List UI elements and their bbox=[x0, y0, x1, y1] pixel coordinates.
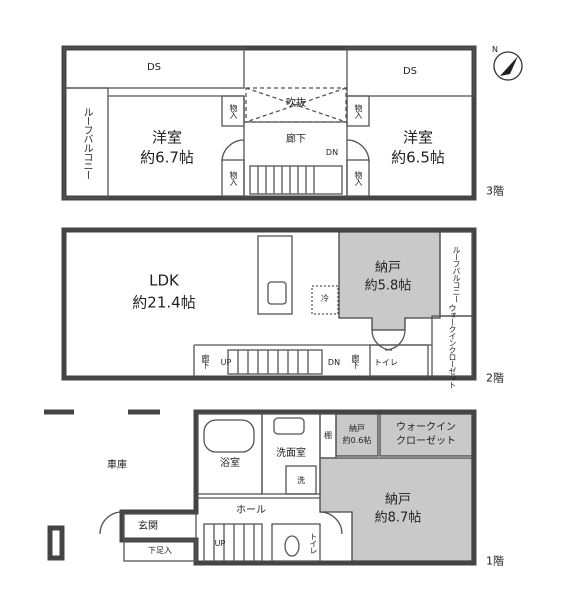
ds-left-label: DS bbox=[146, 62, 162, 73]
walkin-1f-line2: クローゼット bbox=[396, 436, 456, 447]
bath-label: 浴室 bbox=[220, 458, 240, 469]
storage-label: 物入 bbox=[229, 171, 238, 185]
hall-2f-right: 廊下 bbox=[351, 354, 360, 368]
hall-1f-label: ホール bbox=[236, 505, 266, 516]
compass-icon bbox=[493, 51, 523, 81]
fridge-label: 冷 bbox=[321, 294, 329, 303]
compass-label: N bbox=[492, 45, 498, 54]
roof-balcony-3f-label: ルーフバルコニー bbox=[81, 107, 92, 179]
small-closet-name: 納戸 bbox=[349, 424, 365, 433]
closet-2f-name: 納戸 bbox=[374, 260, 402, 276]
stair-1f bbox=[203, 523, 263, 562]
walkin-2f-label: ウォークインクローゼット bbox=[448, 304, 457, 388]
storage-label: 物入 bbox=[354, 104, 363, 118]
closet-2f-size: 約5.8帖 bbox=[364, 278, 412, 294]
floor2-plan bbox=[61, 227, 477, 381]
toilet-1f bbox=[271, 523, 321, 562]
storage-box bbox=[221, 95, 245, 127]
toilet-2f-label: トイレ bbox=[374, 358, 398, 367]
floor1-plan bbox=[44, 409, 477, 566]
roof-balcony-3f bbox=[63, 87, 109, 199]
storage-label: 物入 bbox=[354, 171, 363, 185]
kitchen-island bbox=[257, 235, 293, 315]
stair-3f bbox=[249, 165, 343, 195]
east-room-size: 約6.5帖 bbox=[391, 148, 445, 167]
stair-up-1f: UP bbox=[214, 539, 226, 548]
ldk-name: LDK bbox=[149, 271, 179, 290]
floor1-name: 1階 bbox=[486, 554, 504, 568]
hall-2f-left: 廊下 bbox=[201, 354, 210, 368]
west-room-size: 約6.7帖 bbox=[140, 148, 194, 167]
floor3-name: 3階 bbox=[486, 184, 504, 198]
small-closet-fill bbox=[335, 413, 379, 457]
floor2-name: 2階 bbox=[486, 371, 504, 385]
stair-dn-3f: DN bbox=[325, 148, 339, 157]
walkin-1f-line1: ウォークイン bbox=[396, 422, 456, 433]
west-room-name: 洋室 bbox=[151, 128, 183, 147]
ldk-size: 約21.4帖 bbox=[132, 293, 196, 312]
closet-1f-name: 納戸 bbox=[384, 492, 412, 508]
east-room-name: 洋室 bbox=[402, 128, 434, 147]
ds-right-box bbox=[346, 47, 475, 97]
shoe-label: 下足入 bbox=[148, 546, 172, 555]
storage-label: 物入 bbox=[229, 104, 238, 118]
washroom-label: 洗面室 bbox=[276, 448, 306, 459]
gate-post bbox=[47, 525, 65, 561]
bathtub bbox=[203, 419, 255, 453]
ds-left-box bbox=[63, 47, 245, 89]
storage-box bbox=[221, 159, 245, 197]
washer-space bbox=[285, 465, 317, 495]
closet-1f-size: 約8.7帖 bbox=[374, 510, 422, 526]
shelf-label: 棚 bbox=[324, 431, 332, 440]
storage-box bbox=[346, 159, 370, 197]
sink bbox=[273, 417, 305, 435]
washer-label: 洗 bbox=[297, 476, 305, 485]
storage-box bbox=[346, 95, 370, 127]
ds-right-label: DS bbox=[402, 66, 418, 77]
garage-label: 車庫 bbox=[107, 460, 127, 471]
fridge-space bbox=[311, 285, 339, 315]
hall-3f-label: 廊下 bbox=[286, 134, 306, 145]
walkin-2f bbox=[431, 315, 473, 377]
floor3-plan bbox=[61, 45, 477, 201]
entrance-label: 玄関 bbox=[138, 521, 158, 532]
stair-dn-2f: DN bbox=[327, 358, 341, 367]
walkin-1f-fill bbox=[379, 413, 473, 457]
roof-balcony-2f-label: ルーフバルコニー bbox=[452, 246, 461, 302]
stair-up-2f: UP bbox=[220, 358, 232, 367]
shelf-box bbox=[319, 413, 337, 459]
floor3-outline bbox=[61, 45, 477, 201]
toilet-bowl bbox=[284, 535, 300, 557]
toilet-1f-label: トイレ bbox=[309, 532, 318, 554]
stair-2f bbox=[227, 349, 323, 375]
atrium-label: 吹抜 bbox=[286, 98, 306, 109]
shoe-cabinet bbox=[123, 539, 197, 562]
small-closet-size: 約0.6帖 bbox=[342, 436, 372, 445]
